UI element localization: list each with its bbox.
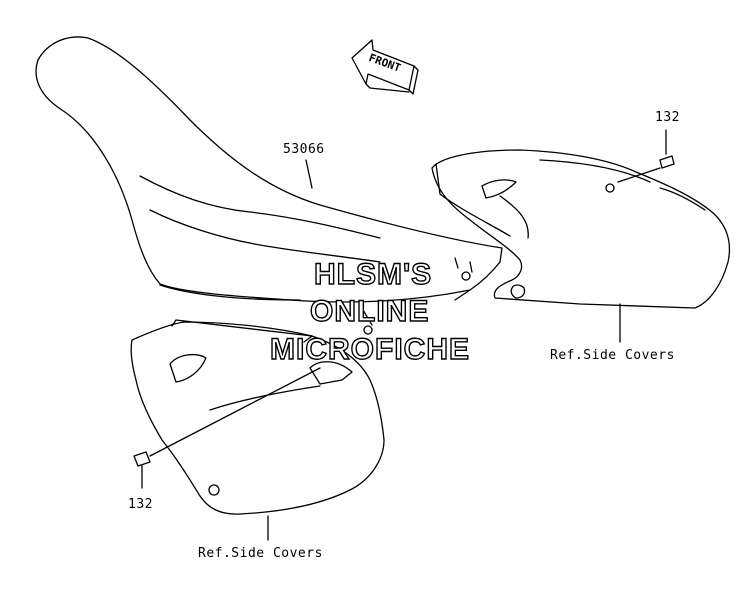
front-arrow-icon: FRONT: [351, 39, 419, 95]
bolt-part-number-right: 132: [655, 110, 680, 125]
left-side-cover: [130, 319, 385, 541]
watermark-line-2: ONLINE: [309, 294, 430, 328]
right-side-cover: [431, 129, 731, 343]
seat-leader-line: [305, 159, 313, 189]
seat-part-number: 53066: [283, 142, 325, 157]
seat: [35, 36, 503, 335]
side-cover-ref-left: Ref.Side Covers: [198, 546, 323, 561]
side-cover-ref-right: Ref.Side Covers: [550, 348, 675, 363]
watermark-line-3: MICROFICHE: [269, 332, 470, 366]
watermark-line-1: HLSM'S: [313, 257, 433, 291]
bolt-part-number-left: 132: [128, 497, 153, 512]
